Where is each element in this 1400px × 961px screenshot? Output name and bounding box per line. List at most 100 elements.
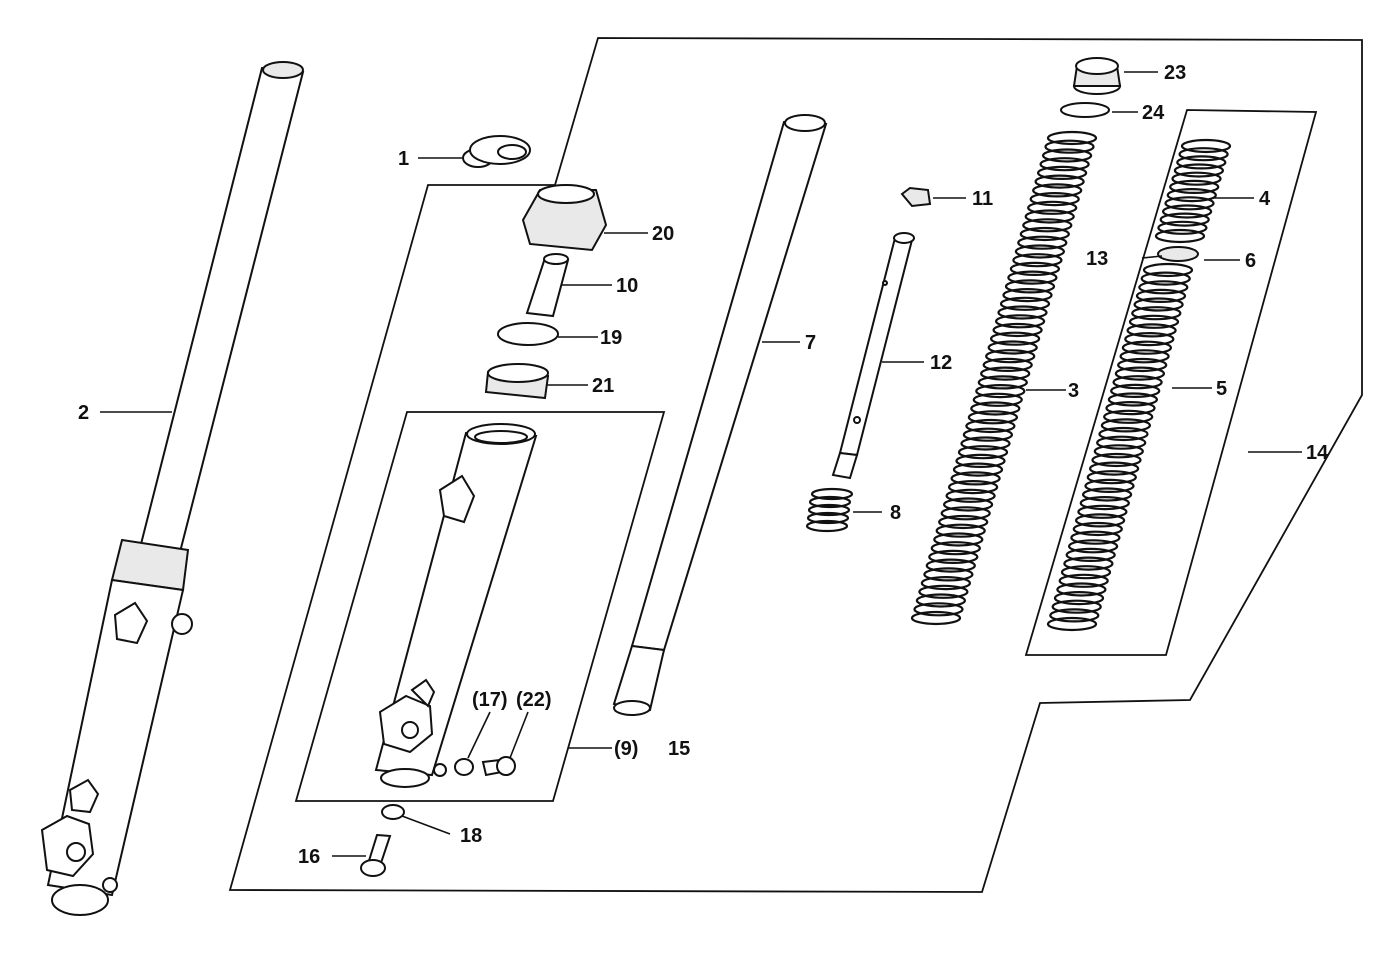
coil-turn bbox=[1049, 608, 1100, 623]
spring-seat-part-6 bbox=[1157, 246, 1199, 262]
label-part-4: 4 bbox=[1259, 188, 1271, 210]
fork-pipe-part-7 bbox=[612, 114, 828, 716]
coil-turn bbox=[915, 593, 967, 608]
coil-turn bbox=[928, 549, 979, 565]
coil-turn bbox=[940, 506, 991, 521]
coil-turn bbox=[994, 314, 1046, 329]
piston-ring-part-11 bbox=[900, 186, 932, 208]
label-part-12: 12 bbox=[930, 352, 952, 374]
coil-turn bbox=[1077, 504, 1128, 519]
label-part-16: 16 bbox=[298, 846, 320, 868]
coil-turn bbox=[1173, 163, 1225, 178]
coil-turn bbox=[1012, 253, 1063, 268]
coil-turn bbox=[1126, 323, 1177, 338]
coil-turn bbox=[989, 331, 1041, 346]
coil-turn bbox=[930, 541, 981, 556]
coil-turn bbox=[1096, 435, 1147, 450]
label-part-22: (22) bbox=[516, 689, 552, 711]
socket-bolt-part-16 bbox=[360, 833, 392, 877]
coil-turn bbox=[1004, 279, 1056, 294]
coil-turn bbox=[987, 340, 1038, 355]
coil-turn bbox=[997, 305, 1048, 320]
label-part-6: 6 bbox=[1245, 250, 1256, 272]
coil-turn bbox=[980, 366, 1031, 381]
fork-spring-part-3 bbox=[910, 130, 1098, 626]
dust-seal-part-20 bbox=[521, 184, 608, 252]
coil-turn bbox=[918, 584, 969, 599]
leader-lines bbox=[100, 71, 1302, 857]
coil-turn bbox=[1053, 590, 1105, 606]
coil-turn bbox=[1029, 192, 1080, 207]
coil-turn bbox=[913, 602, 964, 617]
coil-turn bbox=[1017, 235, 1068, 250]
coil-turn bbox=[1180, 138, 1232, 154]
rebound-spring-part-8 bbox=[805, 487, 854, 533]
label-part-15: 15 bbox=[668, 738, 690, 760]
coil-turn bbox=[1086, 470, 1137, 485]
coil-turn bbox=[1124, 332, 1175, 347]
circlip-part-19 bbox=[497, 322, 559, 346]
part-labels: 1 2 3 4 5 6 7 8 (9) 10 11 12 13 14 15 16… bbox=[78, 62, 1329, 868]
coil-turn bbox=[1063, 556, 1114, 571]
coil-turn bbox=[1079, 496, 1130, 511]
label-part-7: 7 bbox=[805, 332, 816, 354]
coil-turn bbox=[920, 575, 972, 591]
label-part-2: 2 bbox=[78, 402, 89, 424]
coil-turn bbox=[952, 462, 1004, 477]
coil-turn bbox=[965, 418, 1016, 434]
label-part-11: 11 bbox=[972, 188, 993, 210]
coil-turn bbox=[1034, 174, 1085, 189]
coil-turn bbox=[1046, 616, 1098, 632]
coil-turn bbox=[1046, 130, 1098, 146]
coil-turn bbox=[1024, 209, 1075, 224]
coil-turn bbox=[1176, 155, 1227, 170]
label-part-3: 3 bbox=[1068, 380, 1079, 402]
label-part-13: 13 bbox=[1086, 248, 1108, 270]
assembly-frame-14 bbox=[1024, 109, 1318, 656]
coil-turn bbox=[1007, 270, 1058, 285]
coil-turn bbox=[933, 532, 984, 547]
coil-turn bbox=[945, 488, 996, 503]
coil-turn bbox=[1154, 228, 1206, 244]
label-part-21: 21 bbox=[592, 375, 614, 397]
coil-turn bbox=[1098, 426, 1149, 442]
coil-turn bbox=[955, 453, 1006, 468]
coil-turn bbox=[1014, 244, 1066, 259]
coil-turn bbox=[1157, 220, 1208, 235]
coil-turn bbox=[1032, 183, 1083, 198]
coil-turn bbox=[1074, 513, 1126, 528]
coil-turn bbox=[923, 567, 974, 582]
coil-turn bbox=[1056, 582, 1107, 597]
coil-turn bbox=[925, 558, 976, 573]
coil-turn bbox=[1138, 280, 1189, 295]
slide-bushing-part-10 bbox=[525, 253, 570, 318]
coil-turn bbox=[967, 410, 1019, 425]
coil-turn bbox=[1105, 401, 1156, 416]
coil-turn bbox=[1070, 530, 1121, 545]
coil-turn bbox=[935, 523, 986, 538]
coil-turn bbox=[977, 375, 1028, 390]
oil-seal-part-1 bbox=[462, 135, 531, 168]
coil-turn bbox=[1067, 539, 1119, 554]
coil-turn bbox=[1171, 171, 1222, 186]
coil-turn bbox=[1058, 573, 1109, 588]
coil-turn bbox=[992, 322, 1043, 338]
label-part-24: 24 bbox=[1142, 102, 1165, 124]
coil-turn bbox=[1081, 487, 1133, 502]
coil-turn bbox=[1114, 366, 1166, 381]
fork-piston-part-12 bbox=[831, 232, 915, 480]
assembly-frame-15 bbox=[228, 37, 1363, 893]
coil-turn bbox=[1112, 375, 1163, 390]
coil-turn bbox=[1103, 409, 1154, 424]
coil-turn bbox=[1027, 200, 1078, 215]
coil-turn bbox=[1093, 444, 1144, 459]
spring-part-5 bbox=[1046, 262, 1194, 632]
coil-turn bbox=[1166, 188, 1217, 203]
label-part-1: 1 bbox=[398, 148, 409, 170]
label-part-23: 23 bbox=[1164, 62, 1186, 84]
coil-turn bbox=[1084, 478, 1135, 493]
coil-turn bbox=[1140, 271, 1191, 286]
coil-turn bbox=[957, 445, 1009, 460]
coil-turn bbox=[1072, 521, 1123, 537]
